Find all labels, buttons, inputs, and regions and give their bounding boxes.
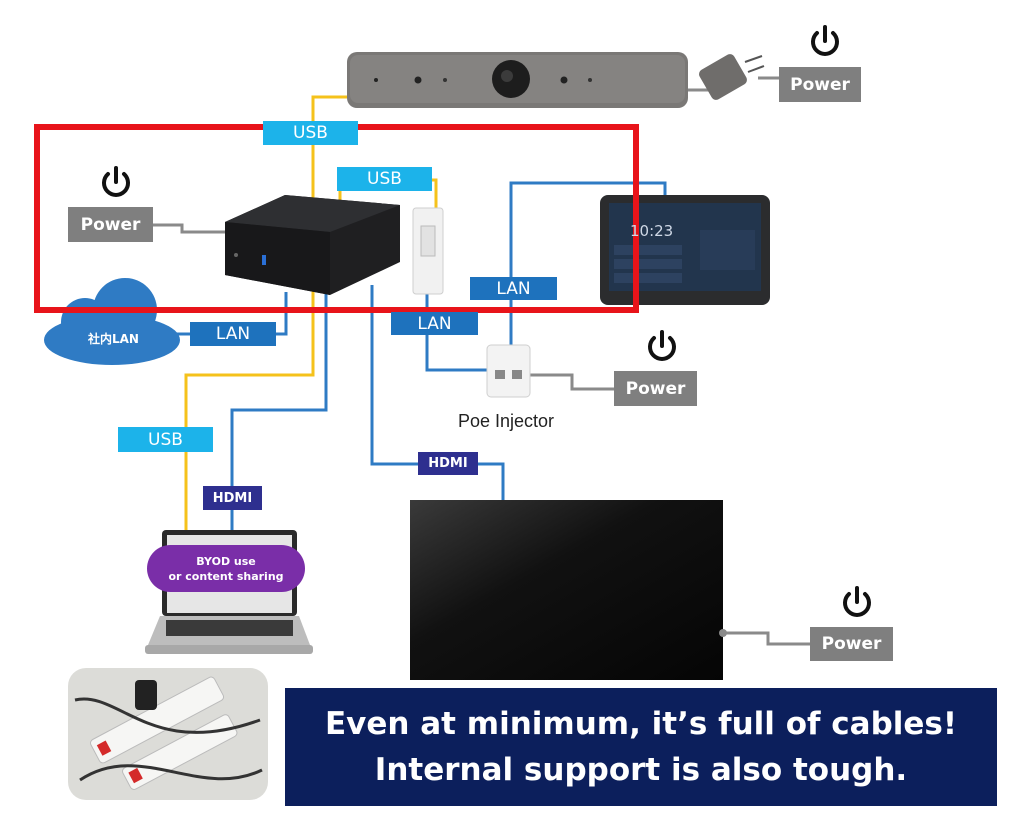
- hdmi-label-tv: HDMI: [418, 452, 478, 475]
- hdmi-cable-laptop: [230, 290, 328, 535]
- lan-cable-tablet: [509, 181, 667, 345]
- power-icon: [811, 25, 839, 56]
- poe-injector: [486, 344, 531, 398]
- lan-label-poe: LAN: [391, 312, 478, 335]
- caption-banner: Even at minimum, it’s full of cables! In…: [285, 688, 997, 806]
- power-icon: [648, 330, 676, 361]
- internal-lan-label: 社内LAN: [88, 332, 139, 346]
- power-cable-pc: [153, 223, 228, 234]
- power-label-tv: Power: [810, 627, 893, 661]
- byod-pill: BYOD use or content sharing: [147, 545, 305, 592]
- hdmi-label-laptop: HDMI: [203, 486, 262, 510]
- usb-cable-laptop: [184, 290, 315, 535]
- power-cable-poe: [530, 373, 614, 391]
- lan-label-tablet: LAN: [470, 277, 557, 300]
- power-icon: [102, 166, 130, 197]
- power-label-pc: Power: [68, 207, 153, 242]
- touch-panel: [600, 195, 770, 305]
- usb-label-camera: USB: [263, 121, 358, 145]
- power-icon: [843, 586, 871, 617]
- camera-power-adapter: [699, 54, 765, 100]
- usb-dongle: [412, 207, 444, 295]
- power-strip-photo: [68, 668, 268, 800]
- usb-label-laptop: USB: [118, 427, 213, 452]
- byod-line2: or content sharing: [168, 569, 284, 583]
- cloud-icon: [44, 278, 180, 365]
- usb-label-dongle: USB: [337, 167, 432, 191]
- banner-line2: Internal support is also tough.: [374, 752, 908, 788]
- banner-line1: Even at minimum, it’s full of cables!: [324, 706, 958, 742]
- poe-injector-label: Poe Injector: [458, 411, 555, 431]
- camera-bar: [347, 52, 688, 108]
- tablet-clock: 10:23: [630, 222, 674, 240]
- byod-line1: BYOD use: [196, 554, 256, 568]
- mini-pc: [225, 195, 400, 295]
- power-label-poe: Power: [614, 371, 697, 406]
- power-icons: [102, 25, 871, 617]
- power-label-camera: Power: [779, 67, 861, 102]
- lan-label-internal: LAN: [190, 322, 276, 346]
- power-cable-tv: [723, 631, 810, 646]
- tv-display: [410, 500, 727, 680]
